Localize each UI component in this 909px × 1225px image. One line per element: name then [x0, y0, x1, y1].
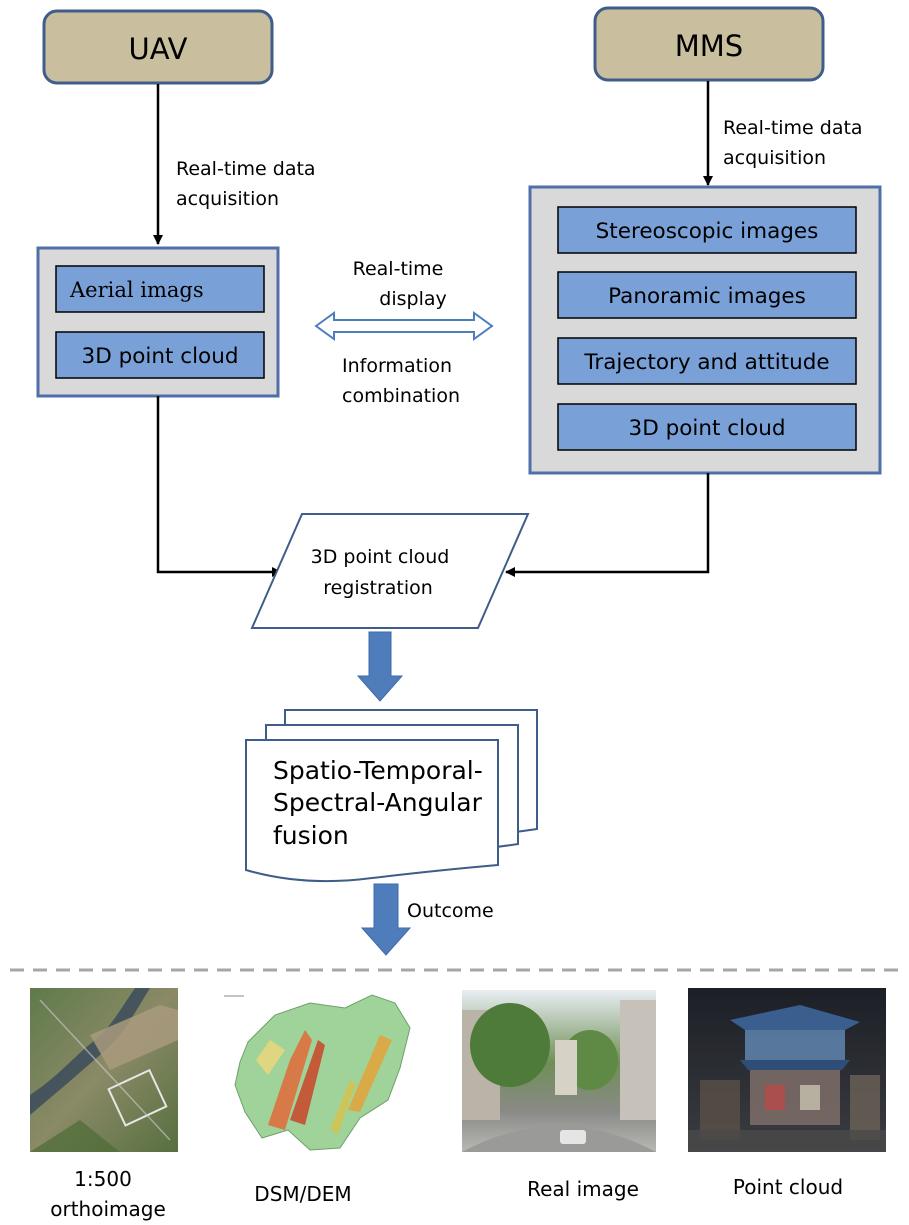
uav-label: UAV — [128, 32, 187, 66]
outcome-label: Outcome — [407, 900, 494, 922]
exchange-bottom-line-1: Information — [342, 355, 452, 377]
mms-point-cloud-box — [557, 403, 857, 451]
dsm-dem-thumbnail — [214, 988, 420, 1158]
stereoscopic-images-box — [557, 206, 857, 254]
dsm-dem-caption: DSM/DEM — [254, 1182, 351, 1206]
mms-acquisition-line-2: acquisition — [723, 147, 826, 169]
fusion-line-1: Spatio-Temporal- — [273, 756, 483, 785]
trajectory-attitude-box — [557, 337, 857, 385]
mms-point-cloud-label: 3D point cloud — [629, 416, 786, 441]
panoramic-images-label: Panoramic images — [608, 284, 806, 309]
orthoimage-caption-line-2: orthoimage — [50, 1197, 166, 1221]
point-cloud-thumbnail — [688, 988, 886, 1152]
mms-acquisition-line-1: Real-time data — [723, 117, 863, 139]
uav-data-group: Aerial imags 3D point cloud — [36, 246, 280, 398]
mms-box: MMS — [593, 6, 825, 82]
stereoscopic-images-label: Stereoscopic images — [596, 219, 819, 244]
registration-line-2: registration — [323, 577, 433, 599]
point-cloud-caption: Point cloud — [733, 1175, 843, 1199]
mms-to-registration-connector — [505, 473, 710, 577]
registration-box: 3D point cloud registration — [250, 513, 530, 629]
registration-line-1: 3D point cloud — [311, 546, 450, 568]
uav-to-registration-connector — [156, 396, 282, 577]
orthoimage-thumbnail — [30, 988, 178, 1152]
fusion-documents: Spatio-Temporal- Spectral-Angular fusion — [245, 709, 538, 883]
down-block-arrow-icon — [356, 631, 404, 702]
panoramic-images-box — [557, 271, 857, 319]
mms-label: MMS — [675, 29, 743, 63]
uav-point-cloud-label: 3D point cloud — [82, 344, 239, 369]
fusion-line-3: fusion — [273, 821, 349, 850]
uav-acquisition-line-2: acquisition — [176, 188, 279, 210]
uav-acquisition-line-1: Real-time data — [176, 158, 316, 180]
exchange-top-line-1: Real-time — [353, 258, 444, 280]
exchange-top-line-2: display — [379, 288, 446, 310]
real-image-thumbnail — [462, 990, 656, 1152]
trajectory-attitude-label: Trajectory and attitude — [583, 350, 829, 375]
aerial-images-box — [55, 265, 265, 313]
aerial-images-label: Aerial imags — [69, 278, 204, 302]
outcome-block-arrow-icon — [360, 883, 412, 956]
uav-point-cloud-box — [55, 331, 265, 379]
exchange-bottom-line-2: combination — [342, 385, 460, 407]
uav-box: UAV — [42, 9, 274, 85]
fusion-line-2: Spectral-Angular — [273, 788, 483, 817]
real-image-caption: Real image — [527, 1177, 639, 1201]
double-arrow-icon — [314, 311, 494, 341]
mms-data-group: Stereoscopic images Panoramic images Tra… — [528, 185, 882, 475]
orthoimage-caption-line-1: 1:500 — [74, 1167, 132, 1191]
